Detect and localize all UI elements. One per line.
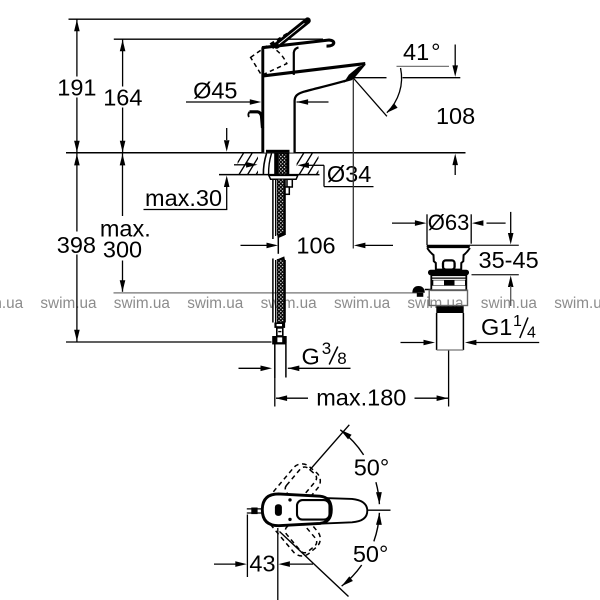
svg-text:50°: 50°	[353, 541, 389, 567]
svg-text:swim.ua: swim.ua	[0, 295, 24, 312]
svg-text:41 °: 41 °	[403, 39, 441, 65]
svg-text:300: 300	[103, 236, 142, 262]
svg-text:50°: 50°	[354, 454, 390, 480]
svg-text:max.30: max.30	[145, 185, 222, 211]
svg-text:Ø34: Ø34	[327, 161, 371, 187]
svg-text:164: 164	[103, 85, 142, 111]
svg-text:swim.ua: swim.ua	[481, 295, 538, 312]
svg-text:swim.ua: swim.ua	[40, 295, 97, 312]
svg-text:max.180: max.180	[316, 385, 406, 411]
svg-text:43: 43	[249, 551, 275, 577]
svg-text:swim.ua: swim.ua	[187, 295, 244, 312]
svg-text:G: G	[302, 344, 320, 370]
svg-text:3: 3	[322, 339, 331, 358]
svg-text:swim.ua: swim.ua	[261, 295, 318, 312]
svg-text:Ø63: Ø63	[428, 210, 470, 235]
svg-text:max.: max.	[100, 216, 151, 242]
svg-text:8: 8	[337, 349, 346, 368]
svg-text:Ø45: Ø45	[193, 77, 237, 103]
svg-text:35-45: 35-45	[479, 247, 539, 273]
svg-text:swim.ua: swim.ua	[334, 295, 391, 312]
svg-text:191: 191	[57, 74, 96, 100]
svg-text:398: 398	[57, 232, 96, 258]
svg-text:swim.ua: swim.ua	[114, 295, 171, 312]
svg-text:106: 106	[296, 233, 335, 259]
svg-text:swim.ua: swim.ua	[554, 295, 600, 312]
svg-text:4: 4	[527, 324, 536, 341]
svg-text:1: 1	[513, 313, 522, 330]
svg-text:G1: G1	[481, 314, 512, 340]
svg-text:108: 108	[436, 103, 475, 129]
